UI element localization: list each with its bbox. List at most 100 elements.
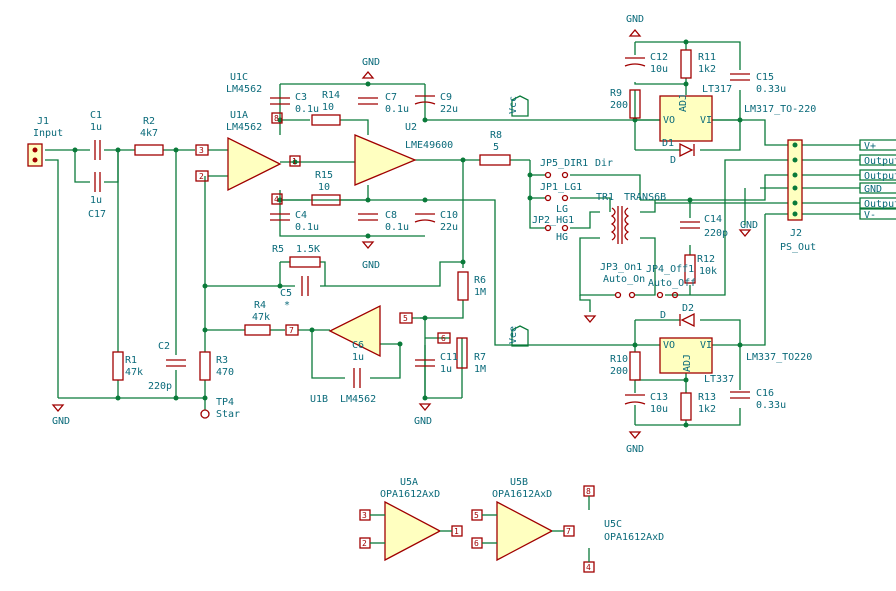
labels: J1 Input C1 1u 1u C17 R2 4k7 R1 47k C2 2… (33, 14, 896, 572)
ground-symbols (51, 28, 752, 440)
j2-net-flags (859, 139, 896, 220)
svg-text:Star: Star (216, 409, 240, 420)
svg-text:Vcc: Vcc (508, 96, 519, 114)
svg-text:Dir: Dir (595, 158, 613, 169)
svg-text:U1B: U1B (310, 394, 328, 405)
resistor-r3 (199, 351, 211, 381)
svg-text:22u: 22u (440, 222, 458, 233)
svg-text:220p: 220p (148, 381, 172, 392)
svg-text:HG: HG (556, 232, 568, 243)
svg-text:LT317: LT317 (702, 84, 732, 95)
test-point-tp4 (200, 409, 210, 419)
svg-text:R5: R5 (272, 244, 284, 255)
capacitor-c1 (94, 140, 101, 160)
capacitor-c3 (270, 97, 290, 105)
svg-text:JP2_HG1: JP2_HG1 (532, 215, 574, 226)
svg-text:47k: 47k (252, 312, 270, 323)
svg-text:LM4562: LM4562 (226, 122, 262, 133)
resistor-r9 (629, 89, 641, 119)
svg-text:U1C: U1C (230, 72, 248, 83)
svg-text:0.33u: 0.33u (756, 84, 786, 95)
capacitor-c13 (624, 394, 646, 405)
svg-text:4: 4 (586, 563, 591, 572)
svg-text:8: 8 (274, 114, 279, 123)
svg-text:JP5_DIR1: JP5_DIR1 (540, 158, 588, 169)
svg-text:C14: C14 (704, 214, 722, 225)
svg-text:D2: D2 (682, 303, 694, 314)
buffer-u2 (354, 134, 417, 186)
svg-text:V-: V- (864, 210, 876, 221)
svg-text:C16: C16 (756, 388, 774, 399)
svg-text:Output-: Output- (864, 156, 896, 167)
jumper-pads (544, 171, 679, 299)
svg-text:0.1u: 0.1u (295, 222, 319, 233)
svg-text:LT337: LT337 (704, 374, 734, 385)
svg-text:C5: C5 (280, 288, 292, 299)
svg-text:200: 200 (610, 100, 628, 111)
svg-text:LG: LG (556, 204, 568, 215)
svg-text:1: 1 (454, 527, 459, 536)
svg-text:R13: R13 (698, 392, 716, 403)
svg-text:R14: R14 (322, 90, 340, 101)
diode-d2 (679, 312, 695, 328)
resistor-r11 (680, 49, 692, 79)
resistor-r4 (244, 324, 271, 336)
svg-text:220p: 220p (704, 228, 728, 239)
capacitor-c14 (680, 221, 700, 229)
capacitor-c10 (414, 213, 436, 223)
svg-text:3: 3 (199, 146, 204, 155)
svg-text:0.1u: 0.1u (385, 222, 409, 233)
svg-text:8: 8 (586, 487, 591, 496)
svg-text:0.1u: 0.1u (295, 104, 319, 115)
svg-text:Input: Input (33, 128, 63, 139)
hier-pins (195, 112, 451, 344)
svg-text:LM337_TO220: LM337_TO220 (746, 352, 812, 363)
svg-text:7: 7 (566, 527, 571, 536)
svg-text:1.5K: 1.5K (296, 244, 320, 255)
svg-text:C17: C17 (88, 209, 106, 220)
diode-d1 (679, 142, 695, 158)
svg-text:V+: V+ (864, 141, 876, 152)
vcc-flag (511, 95, 529, 117)
svg-text:ADJ: ADJ (682, 354, 693, 372)
svg-text:Auto_Off: Auto_Off (648, 278, 696, 289)
svg-text:C12: C12 (650, 52, 668, 63)
svg-text:GND: GND (626, 14, 644, 25)
svg-text:10u: 10u (650, 404, 668, 415)
svg-text:2: 2 (199, 172, 204, 181)
vee-flag (511, 325, 529, 347)
capacitor-c6 (353, 368, 361, 388)
svg-text:R9: R9 (610, 88, 622, 99)
resistor-r8 (479, 154, 511, 166)
svg-text:LM4562: LM4562 (226, 84, 262, 95)
svg-text:5: 5 (403, 314, 408, 323)
svg-text:J2: J2 (790, 228, 802, 239)
svg-text:TP4: TP4 (216, 397, 234, 408)
connector-j1 (27, 143, 43, 167)
svg-text:0.33u: 0.33u (756, 400, 786, 411)
svg-text:U2: U2 (405, 122, 417, 133)
svg-text:J1: J1 (37, 116, 49, 127)
svg-text:R11: R11 (698, 52, 716, 63)
svg-text:Output+: Output+ (864, 171, 896, 182)
svg-text:GND: GND (740, 220, 758, 231)
opamp-u5a (359, 500, 463, 562)
svg-text:C3: C3 (295, 92, 307, 103)
svg-text:C2: C2 (158, 341, 170, 352)
svg-text:1k2: 1k2 (698, 64, 716, 75)
svg-text:Output_IC: Output_IC (864, 199, 896, 210)
svg-text:7: 7 (289, 326, 294, 335)
svg-text:C9: C9 (440, 92, 452, 103)
svg-text:5: 5 (474, 511, 479, 520)
svg-text:OPA1612AxD: OPA1612AxD (604, 532, 664, 543)
resistor-r12 (684, 254, 696, 284)
svg-text:1u: 1u (90, 195, 102, 206)
svg-text:U5B: U5B (510, 477, 528, 488)
opamp-u1a (227, 136, 282, 192)
opamp-u5c (583, 485, 595, 573)
capacitor-c8 (358, 213, 378, 221)
svg-text:10u: 10u (650, 64, 668, 75)
svg-text:JP3_On1: JP3_On1 (600, 262, 642, 273)
